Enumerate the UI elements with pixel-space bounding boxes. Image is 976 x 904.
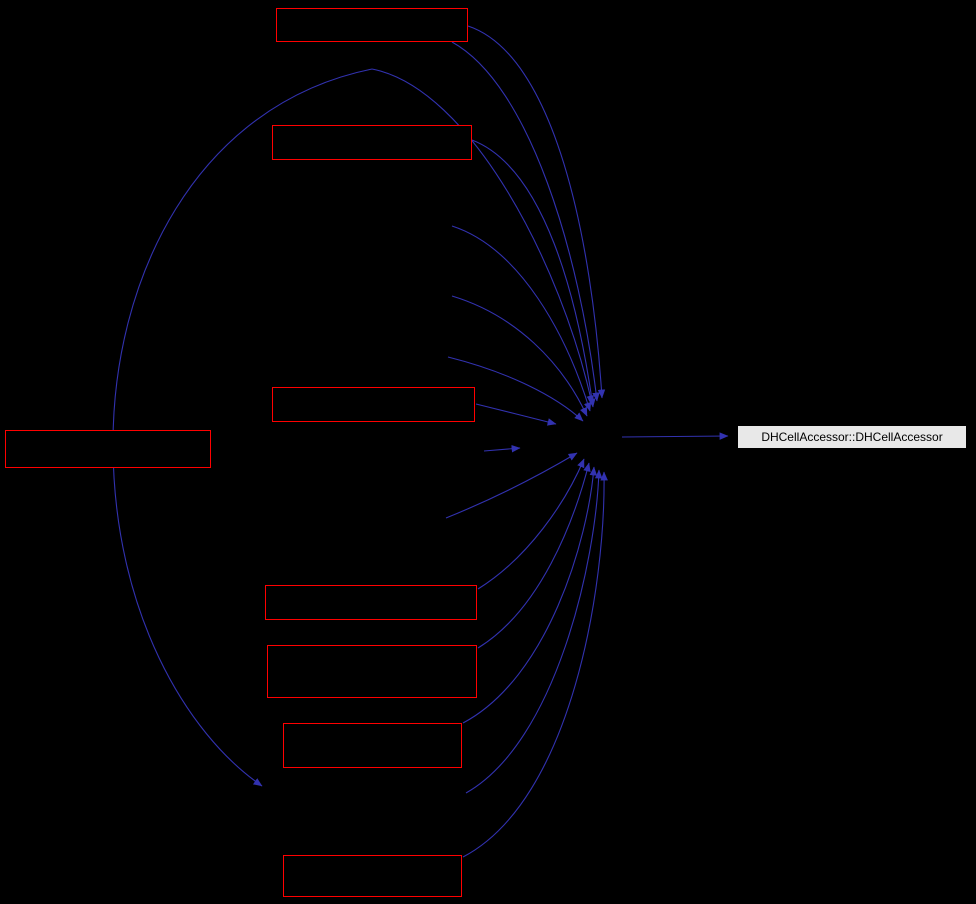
main-node: DHCellAccessor::DHCellAccessor <box>737 425 967 449</box>
graph-edge <box>475 403 557 426</box>
graph-edge <box>462 471 608 858</box>
graph-node-2[interactable] <box>272 125 472 160</box>
graph-edge <box>445 452 578 519</box>
graph-node-3[interactable] <box>272 387 475 422</box>
graph-edge <box>371 68 594 405</box>
graph-edge <box>483 444 521 453</box>
graph-edge <box>462 466 598 724</box>
graph-node-4[interactable] <box>5 430 211 468</box>
graph-edge <box>477 462 591 649</box>
graph-node-6[interactable] <box>267 645 477 698</box>
graph-node-1[interactable] <box>276 8 468 42</box>
graph-node-8[interactable] <box>283 855 462 897</box>
graph-edge <box>465 469 603 794</box>
graph-edge <box>467 25 606 399</box>
graph-edge <box>447 356 584 422</box>
graph-edge <box>451 41 600 402</box>
graph-edge <box>451 295 588 417</box>
graph-edge <box>451 225 592 412</box>
graph-node-7[interactable] <box>283 723 462 768</box>
graph-edge-left-arc <box>112 68 373 787</box>
graph-edge <box>477 458 585 590</box>
graph-edge-to-main-node <box>621 432 729 440</box>
graph-edge <box>471 139 596 408</box>
graph-node-5[interactable] <box>265 585 477 620</box>
